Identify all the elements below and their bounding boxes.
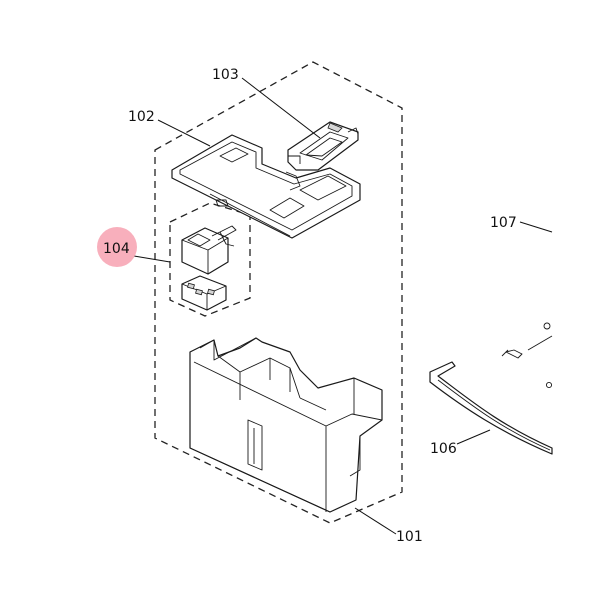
part-104-group-dashed <box>169 202 251 317</box>
callout-102: 102 <box>128 109 155 125</box>
part-102-top-tray <box>171 134 361 239</box>
leader-line-102 <box>157 119 211 147</box>
part-107-panel-edge <box>501 322 553 389</box>
part-103-latch <box>287 121 359 171</box>
leader-line-101 <box>354 507 397 535</box>
part-106-curved-strip <box>429 361 553 455</box>
callout-103: 103 <box>212 67 239 83</box>
callout-104-highlight <box>97 227 137 267</box>
part-104-upper-block <box>181 225 237 275</box>
assembly-boundary-dashed <box>154 61 403 524</box>
callout-101: 101 <box>396 529 423 545</box>
leader-line-104 <box>133 255 171 263</box>
callout-104: 104 <box>103 241 130 257</box>
leader-line-106 <box>456 429 491 445</box>
leader-line-107 <box>519 221 553 233</box>
callout-107: 107 <box>490 215 517 231</box>
leader-line-103 <box>241 77 321 139</box>
part-101-container <box>189 337 383 513</box>
callout-106: 106 <box>430 441 457 457</box>
part-104-lower-block <box>181 275 227 311</box>
